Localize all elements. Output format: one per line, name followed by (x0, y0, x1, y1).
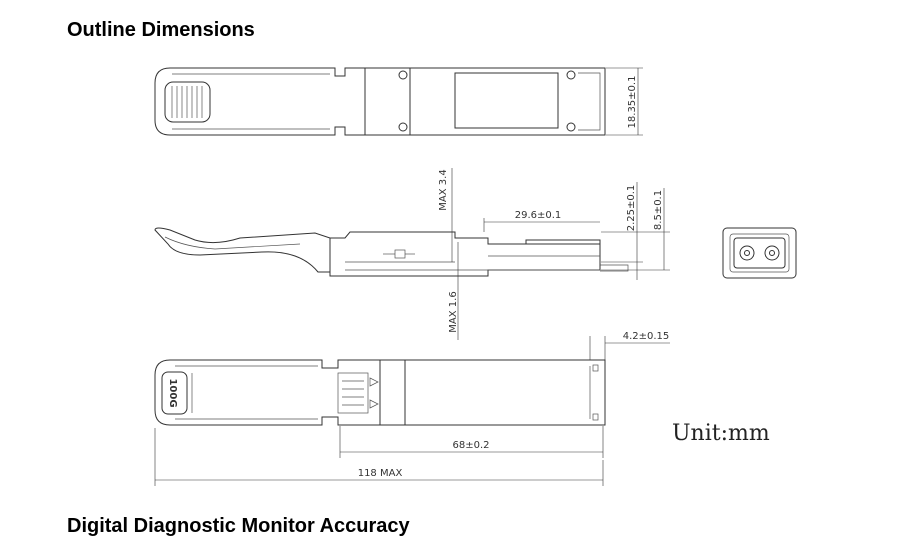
pull-tab-label: 100G (167, 378, 178, 407)
svg-text:29.6±0.1: 29.6±0.1 (515, 210, 562, 221)
svg-text:18.35±0.1: 18.35±0.1 (627, 76, 638, 129)
dim-len-296: 29.6±0.1 (483, 210, 600, 232)
svg-text:4.2±0.15: 4.2±0.15 (623, 331, 670, 342)
svg-text:MAX 3.4: MAX 3.4 (438, 169, 449, 210)
top-view (154, 67, 606, 136)
dim-len-118: 118 MAX (154, 428, 604, 486)
outline-dimensions-heading: Outline Dimensions (67, 19, 255, 41)
svg-text:8.5±0.1: 8.5±0.1 (653, 190, 664, 230)
svg-text:68±0.2: 68±0.2 (452, 440, 489, 451)
svg-text:2.25±0.1: 2.25±0.1 (626, 185, 637, 232)
dim-85: 8.5±0.1 (601, 188, 670, 271)
svg-text:118 MAX: 118 MAX (358, 468, 403, 479)
bottom-view: 100G (154, 359, 606, 426)
unit-label: Unit:mm (672, 421, 770, 446)
dim-max-34: MAX 3.4 (438, 168, 453, 262)
side-view (154, 227, 629, 277)
ddm-accuracy-heading: Digital Diagnostic Monitor Accuracy (67, 515, 410, 537)
dim-len-68: 68±0.2 (339, 426, 604, 458)
dim-225: 2.25±0.1 (601, 182, 643, 280)
svg-text:MAX 1.6: MAX 1.6 (448, 291, 459, 332)
dim-max-16: MAX 1.6 (448, 242, 459, 340)
dim-42: 4.2±0.15 (589, 331, 670, 360)
end-view (722, 227, 797, 279)
dim-height-top: 18.35±0.1 (606, 67, 643, 136)
